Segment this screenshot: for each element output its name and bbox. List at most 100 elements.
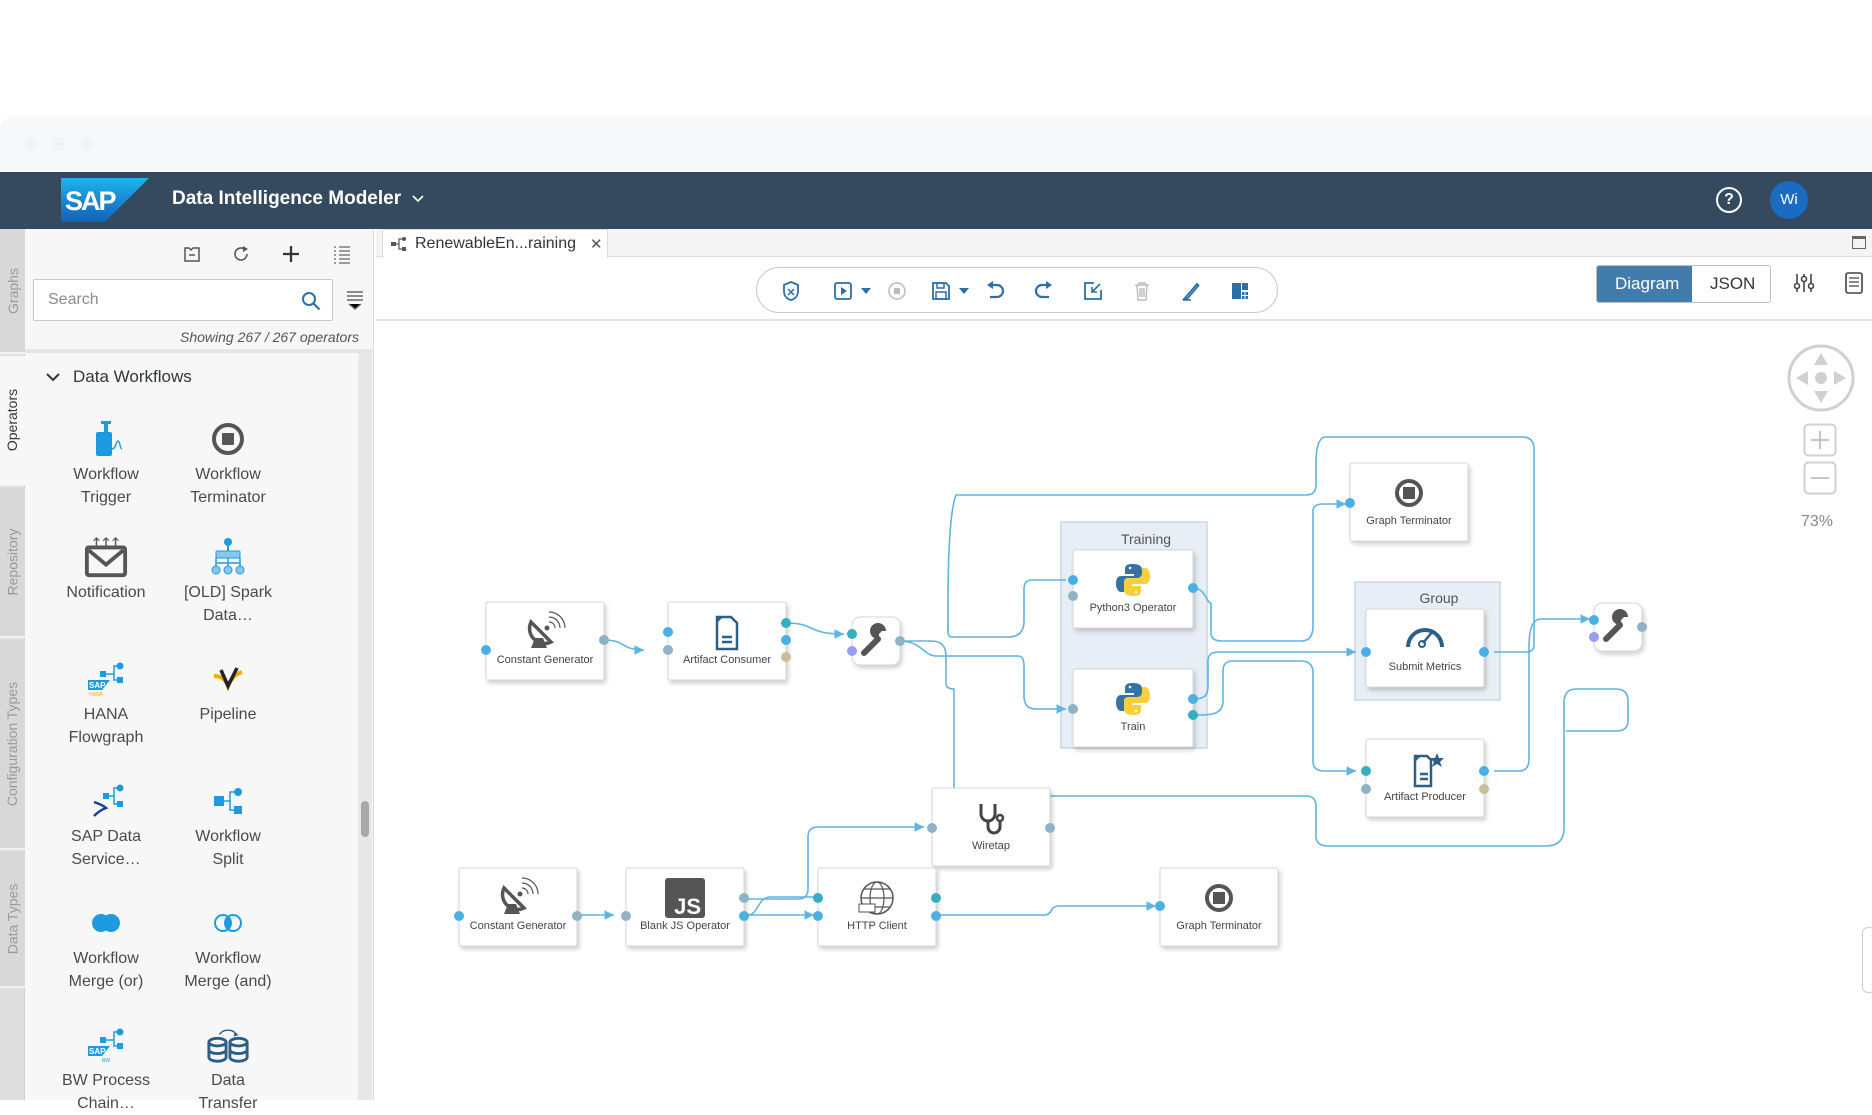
tab-data-types[interactable]: Data Types <box>0 852 25 988</box>
input-port[interactable] <box>1155 901 1165 911</box>
input-port[interactable] <box>1589 632 1599 642</box>
input-port[interactable] <box>1361 784 1371 794</box>
node-ap[interactable]: Artifact Producer <box>1361 738 1489 818</box>
window-zoom-dot[interactable] <box>80 137 94 151</box>
output-port[interactable] <box>1479 647 1489 657</box>
operator-workflow-trigger[interactable]: Workflow Trigger <box>46 419 166 509</box>
output-port[interactable] <box>781 652 791 662</box>
redo-icon[interactable] <box>1032 279 1056 303</box>
tab-graphs[interactable]: Graphs <box>0 229 25 354</box>
collapse-all-icon[interactable] <box>179 241 205 267</box>
operator-spark-data[interactable]: [OLD] Spark Data… <box>168 537 288 627</box>
user-avatar[interactable]: Wi <box>1770 181 1808 219</box>
input-port[interactable] <box>1361 647 1371 657</box>
configuration-icon[interactable] <box>1792 271 1816 295</box>
node-wt[interactable]: Wiretap <box>927 787 1055 867</box>
edit-properties-icon[interactable] <box>1081 279 1105 303</box>
output-port[interactable] <box>781 635 791 645</box>
node-http[interactable]: HTTP Client <box>813 867 941 947</box>
node-wr2[interactable] <box>1589 602 1647 652</box>
node-cg1[interactable]: Constant Generator <box>481 601 609 681</box>
operator-workflow-split[interactable]: Workflow Split <box>168 781 288 871</box>
properties-panel-icon[interactable] <box>1842 271 1866 295</box>
input-port[interactable] <box>454 911 464 921</box>
search-icon[interactable] <box>300 290 322 312</box>
node-gt1[interactable]: Graph Terminator <box>1345 462 1469 542</box>
zoom-out-button[interactable] <box>1803 461 1837 495</box>
window-close-dot[interactable] <box>24 137 38 151</box>
filter-icon[interactable] <box>345 289 365 311</box>
sap-logo[interactable]: SAP <box>61 178 149 222</box>
help-button[interactable]: ? <box>1716 187 1742 213</box>
input-port[interactable] <box>1361 766 1371 776</box>
add-icon[interactable] <box>278 241 304 267</box>
output-port[interactable] <box>1479 784 1489 794</box>
output-port[interactable] <box>739 893 749 903</box>
output-port[interactable] <box>1188 710 1198 720</box>
operator-workflow-merge-and[interactable]: Workflow Merge (and) <box>168 903 288 993</box>
output-port[interactable] <box>599 635 609 645</box>
operator-data-transfer[interactable]: Data Transfer <box>168 1025 288 1115</box>
category-data-workflows[interactable]: Data Workflows <box>45 367 192 387</box>
json-view-button[interactable]: JSON <box>1692 266 1770 302</box>
save-icon[interactable] <box>929 279 953 303</box>
node-cg2[interactable]: Constant Generator <box>454 867 582 947</box>
input-port[interactable] <box>481 645 491 655</box>
input-port[interactable] <box>1068 575 1078 585</box>
node-sm[interactable]: Submit Metrics <box>1361 608 1489 688</box>
diagram-view-button[interactable]: Diagram <box>1597 266 1692 302</box>
search-input[interactable] <box>48 280 288 320</box>
scrollbar-thumb[interactable] <box>361 801 369 837</box>
zoom-in-button[interactable] <box>1803 423 1837 457</box>
output-port[interactable] <box>1188 583 1198 593</box>
input-port[interactable] <box>1345 498 1355 508</box>
delete-icon[interactable] <box>1130 279 1154 303</box>
output-port[interactable] <box>931 893 941 903</box>
output-port[interactable] <box>895 636 905 646</box>
node-py[interactable]: Python3 Operator <box>1068 549 1198 629</box>
operator-workflow-merge-or[interactable]: Workflow Merge (or) <box>46 903 166 993</box>
output-port[interactable] <box>931 911 941 921</box>
diagram-canvas[interactable]: Training Group <box>376 321 1872 1100</box>
close-icon[interactable]: ✕ <box>590 236 603 253</box>
output-port[interactable] <box>1479 766 1489 776</box>
run-icon[interactable] <box>831 279 855 303</box>
undo-icon[interactable] <box>983 279 1007 303</box>
window-minimize-dot[interactable] <box>52 137 66 151</box>
tab-repository[interactable]: Repository <box>0 488 25 638</box>
maximize-icon[interactable] <box>1852 236 1866 249</box>
input-port[interactable] <box>663 627 673 637</box>
sidebar-scrollbar[interactable] <box>358 353 372 1100</box>
node-ac[interactable]: Artifact Consumer <box>663 601 791 681</box>
refresh-icon[interactable] <box>228 241 254 267</box>
input-port[interactable] <box>1589 615 1599 625</box>
side-panel-handle[interactable] <box>1862 927 1872 993</box>
input-port[interactable] <box>813 911 823 921</box>
input-port[interactable] <box>1068 591 1078 601</box>
operator-search-field[interactable] <box>33 279 333 321</box>
stop-icon[interactable] <box>885 279 909 303</box>
output-port[interactable] <box>1045 823 1055 833</box>
output-port[interactable] <box>1637 622 1647 632</box>
operator-pipeline[interactable]: Pipeline <box>168 659 288 726</box>
output-port[interactable] <box>1188 694 1198 704</box>
operator-notification[interactable]: Notification <box>46 537 166 604</box>
node-gt2[interactable]: Graph Terminator <box>1155 867 1279 947</box>
app-title-menu[interactable]: Data Intelligence Modeler <box>172 188 425 210</box>
input-port[interactable] <box>847 629 857 639</box>
input-port[interactable] <box>1068 704 1078 714</box>
output-port[interactable] <box>739 911 749 921</box>
validate-icon[interactable] <box>779 279 803 303</box>
auto-layout-icon[interactable] <box>1228 279 1252 303</box>
output-port[interactable] <box>572 911 582 921</box>
save-options-caret[interactable] <box>959 288 969 294</box>
tab-configuration-types[interactable]: Configuration Types <box>0 640 25 850</box>
input-port[interactable] <box>847 646 857 656</box>
operator-sap-data-services[interactable]: SAP Data Service… <box>46 781 166 871</box>
tab-renewable-energy-training[interactable]: RenewableEn...raining ✕ <box>382 229 608 258</box>
output-port[interactable] <box>781 618 791 628</box>
rename-icon[interactable] <box>1179 279 1203 303</box>
list-view-icon[interactable] <box>329 241 355 267</box>
node-wr1[interactable] <box>847 616 905 666</box>
